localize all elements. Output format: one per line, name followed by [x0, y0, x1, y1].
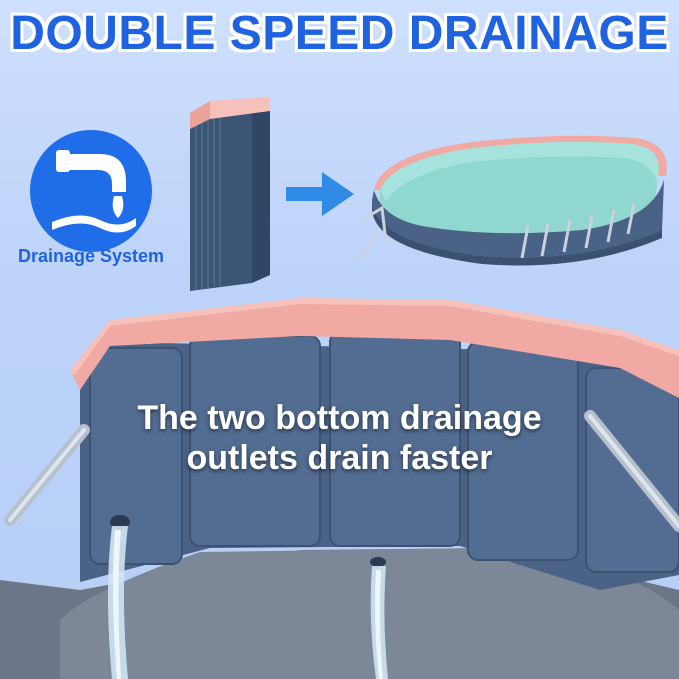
drainage-system-badge — [30, 130, 152, 252]
pool-illustration — [358, 135, 667, 266]
headline: DOUBLE SPEED DRAINAGE — [10, 7, 669, 60]
caption: The two bottom drainage outlets drain fa… — [0, 398, 679, 478]
folded-pool-image — [190, 97, 270, 291]
caption-line-1: The two bottom drainage — [137, 399, 542, 437]
badge-label: Drainage System — [17, 246, 165, 266]
caption-line-2: outlets drain faster — [186, 439, 493, 477]
arrow-right-icon — [286, 172, 354, 216]
pool-closeup-image — [0, 298, 679, 679]
faucet-icon — [52, 150, 136, 233]
